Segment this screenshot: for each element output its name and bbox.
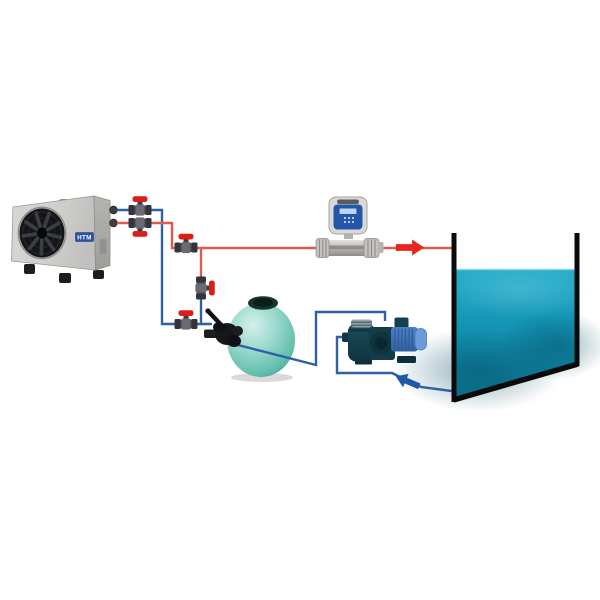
fan-blades	[21, 211, 63, 256]
pump-strainer	[348, 323, 375, 362]
strainer-lid	[351, 319, 372, 328]
valves-layer	[128, 196, 215, 330]
controller-buttons	[344, 217, 354, 223]
heat-pump-port-hot	[109, 218, 118, 228]
filter-shadow	[231, 373, 293, 382]
pool-wall-right	[574, 233, 580, 366]
multiport-valve	[204, 308, 243, 347]
brand-label: HTM	[77, 234, 92, 241]
brand-badge: HTM	[75, 232, 94, 242]
heat-pump-foot	[93, 270, 104, 279]
water-light	[445, 262, 595, 318]
heat-pump-foot	[59, 273, 71, 283]
circulation-pump	[342, 317, 427, 365]
heat-pump-port-cold	[109, 205, 118, 215]
valve-hot-return	[174, 233, 198, 254]
return-flow-arrow	[395, 239, 425, 256]
controller-vent	[337, 199, 359, 204]
pump-motor	[391, 327, 418, 352]
valve-cold-filter	[174, 310, 198, 330]
pump-foot	[397, 356, 416, 363]
multiport-handle	[205, 308, 227, 331]
motor-ribs	[394, 328, 414, 350]
filter-tank	[227, 303, 295, 377]
pool-wall-left	[451, 233, 457, 402]
valve-bypass	[195, 276, 215, 300]
heat-pump-side	[93, 195, 111, 271]
pump-discharge-line	[233, 310, 387, 367]
valve-hot-heatpump	[128, 217, 152, 237]
arrows-layer	[395, 239, 425, 390]
heat-pump: HTM	[11, 195, 118, 283]
pump-junction-box	[394, 317, 409, 329]
side-vent	[99, 239, 107, 254]
heat-pump-foot	[24, 264, 35, 274]
fan-hub	[37, 227, 47, 239]
pool-suction-line	[335, 335, 452, 393]
chlorinator-controller	[328, 196, 368, 235]
controller-display	[339, 208, 357, 214]
suction-flow-arrow	[395, 373, 421, 390]
pool-floor	[452, 361, 579, 403]
chlorinator-cell	[315, 238, 384, 258]
controller-stem	[344, 233, 353, 239]
filter-lid-center	[253, 298, 273, 307]
sand-filter	[227, 296, 295, 382]
valve-cold-heatpump	[128, 196, 152, 216]
fan-grille	[17, 206, 67, 260]
salt-chlorinator	[315, 196, 384, 258]
motor-end-cap	[414, 328, 427, 351]
swimming-pool	[393, 233, 600, 412]
controller-screen-panel	[333, 204, 363, 230]
